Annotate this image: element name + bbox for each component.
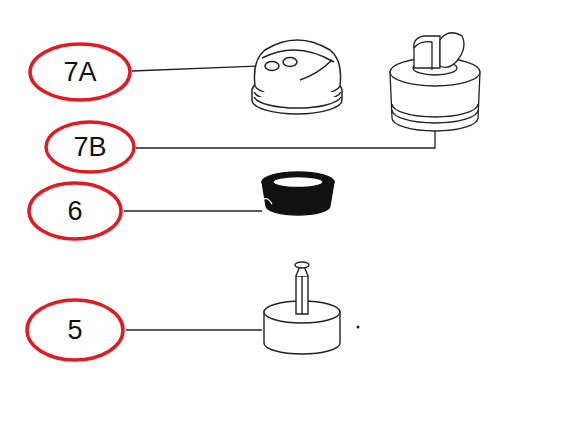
ellipse-stroke — [27, 300, 123, 360]
ring-6 — [262, 172, 334, 215]
ellipse-stroke — [30, 44, 130, 100]
cap-7a — [252, 40, 342, 114]
leader-lines — [124, 66, 435, 330]
callout-ellipse: 7A — [28, 42, 132, 102]
ellipse-stroke — [29, 183, 121, 239]
ellipse-stroke — [46, 122, 134, 172]
callout-number: 5 — [67, 317, 82, 344]
callout-ellipse: 7B — [44, 120, 136, 174]
plug-7b — [390, 33, 480, 131]
callout-ellipse: 6 — [27, 181, 123, 241]
callout-number: 7A — [63, 59, 96, 86]
disk-5 — [264, 262, 359, 354]
callout-ellipse: 5 — [25, 298, 125, 362]
callout-number: 7B — [73, 134, 106, 161]
callout-number: 6 — [67, 198, 82, 225]
